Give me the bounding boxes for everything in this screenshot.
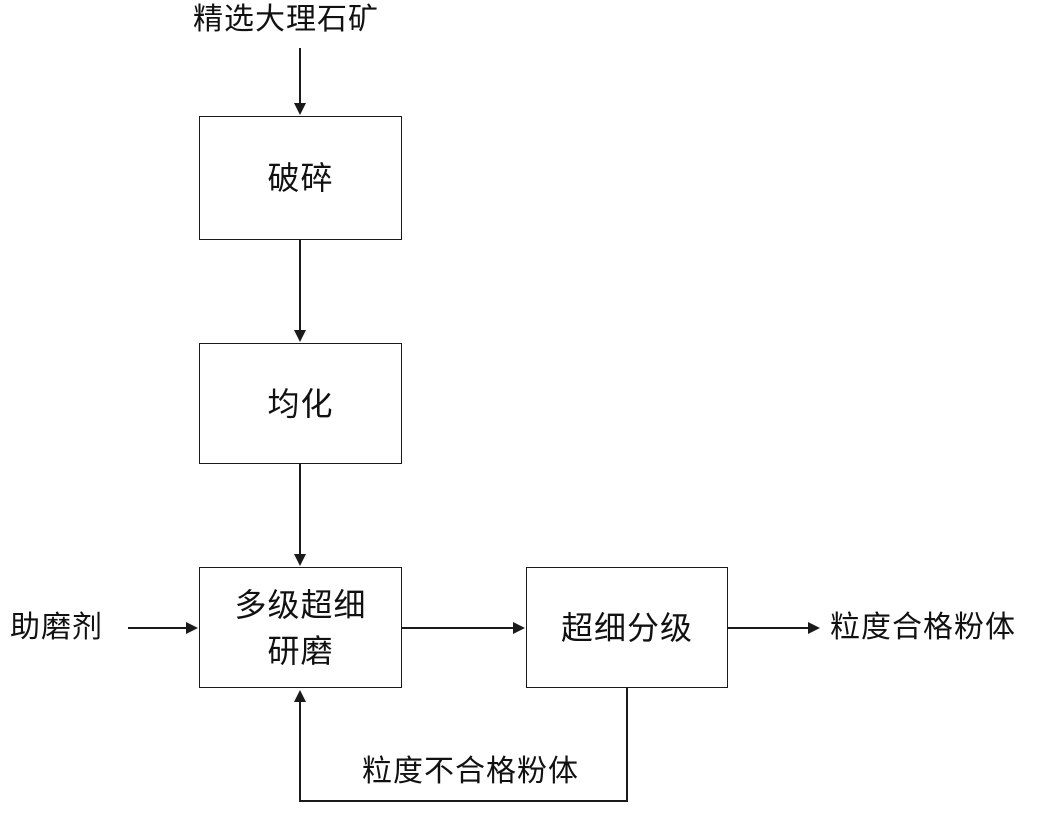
step-crushing-label: 破碎 [267, 159, 334, 197]
step-classify-box: 超细分级 [526, 567, 728, 688]
step-grinding-label-line2: 研磨 [267, 631, 334, 670]
step-grinding-box: 多级超细 研磨 [199, 567, 402, 688]
step-homogenize-label: 均化 [267, 384, 334, 423]
input-grinding-aid-label: 助磨剂 [10, 610, 103, 645]
recycle-unqualified-label: 粒度不合格粉体 [362, 754, 579, 789]
step-classify-label: 超细分级 [560, 608, 693, 647]
step-grinding-label-line1: 多级超细 [234, 585, 367, 624]
input-ore-label: 精选大理石矿 [193, 2, 379, 37]
step-homogenize-box: 均化 [199, 343, 402, 464]
step-crushing-box: 破碎 [199, 116, 402, 240]
output-qualified-label: 粒度合格粉体 [830, 610, 1016, 645]
arrow-recycle-loop [294, 688, 628, 802]
